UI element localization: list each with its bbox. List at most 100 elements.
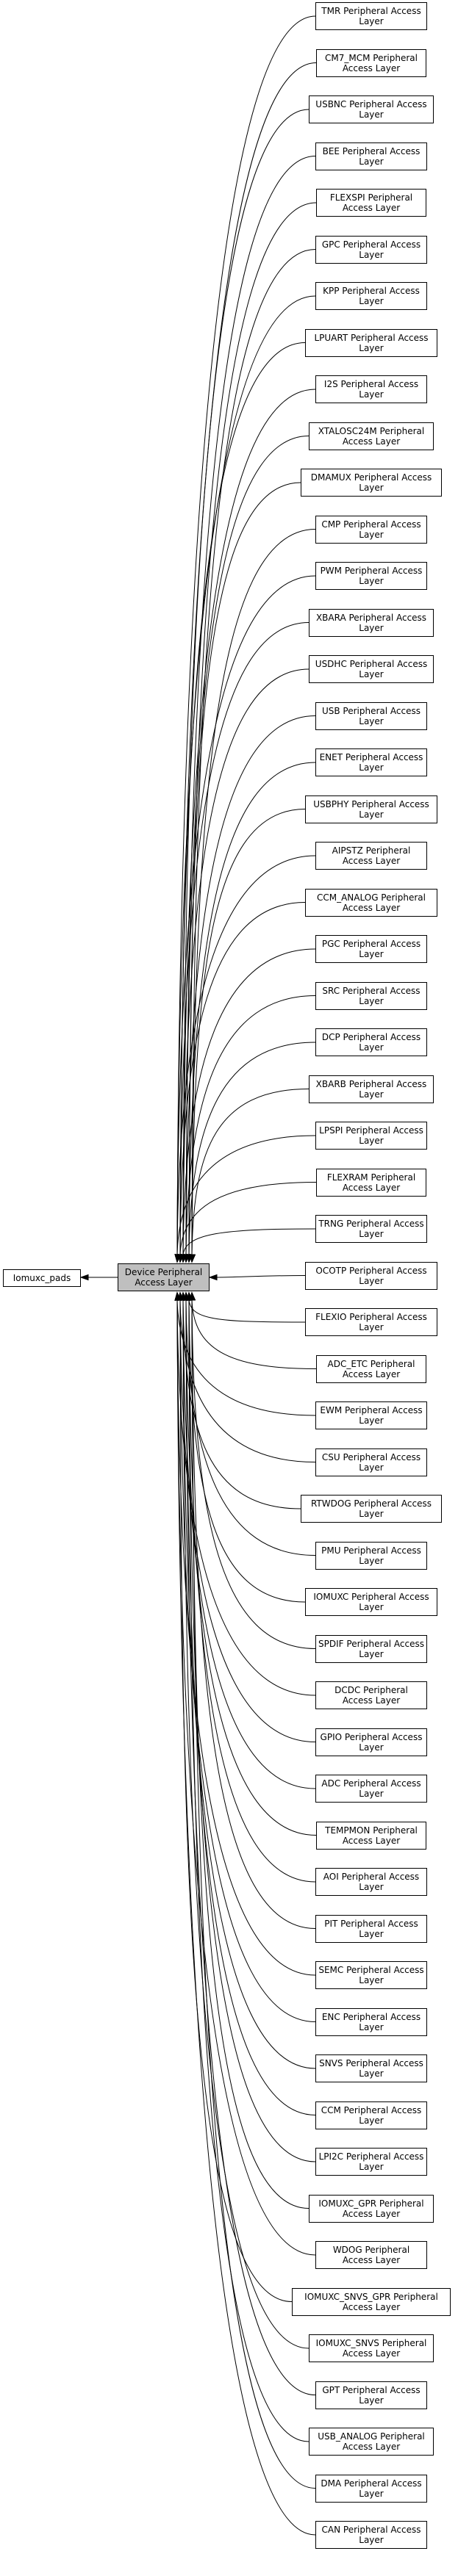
module-node-iomuxc-gpr[interactable]: IOMUXC_GPR Peripheral Access Layer bbox=[309, 2195, 434, 2223]
edge-tmr-to-device bbox=[176, 15, 316, 1256]
module-node-ocotp[interactable]: OCOTP Peripheral Access Layer bbox=[305, 1262, 437, 1290]
module-node-pit[interactable]: PIT Peripheral Access Layer bbox=[315, 1915, 427, 1943]
module-node-snvs[interactable]: SNVS Peripheral Access Layer bbox=[315, 2054, 427, 2082]
module-node-wdog[interactable]: WDOG Peripheral Access Layer bbox=[315, 2241, 427, 2269]
module-node-gpc[interactable]: GPC Peripheral Access Layer bbox=[315, 236, 427, 264]
module-node-lpi2c[interactable]: LPI2C Peripheral Access Layer bbox=[315, 2148, 427, 2176]
edge-gpc-to-device bbox=[191, 249, 316, 1256]
module-node-lpspi[interactable]: LPSPI Peripheral Access Layer bbox=[315, 1122, 427, 1150]
edge-gpio-to-device bbox=[179, 1299, 316, 1742]
module-node-dcdc-label: DCDC Peripheral Access Layer bbox=[334, 1685, 408, 1706]
edge-adc-etc-to-device bbox=[191, 1299, 317, 1369]
edge-iomuxc-to-device bbox=[188, 1299, 306, 1603]
module-node-pwm[interactable]: PWM Peripheral Access Layer bbox=[315, 562, 427, 590]
left-node-iomuxc-pads[interactable]: Iomuxc_pads bbox=[3, 1269, 81, 1287]
module-node-rtwdog[interactable]: RTWDOG Peripheral Access Layer bbox=[301, 1495, 442, 1523]
module-node-spdif[interactable]: SPDIF Peripheral Access Layer bbox=[315, 1635, 427, 1663]
module-node-iomuxc-snvs-gpr-label: IOMUXC_SNVS_GPR Peripheral Access Layer bbox=[304, 2292, 438, 2312]
module-node-adc-label: ADC Peripheral Access Layer bbox=[321, 1778, 421, 1799]
module-node-usdhc[interactable]: USDHC Peripheral Access Layer bbox=[309, 655, 434, 683]
edge-tempmon-to-device bbox=[185, 1299, 317, 1836]
module-node-pmu[interactable]: PMU Peripheral Access Layer bbox=[315, 1542, 427, 1570]
module-node-pgc-label: PGC Peripheral Access Layer bbox=[321, 939, 421, 959]
module-node-usbphy[interactable]: USBPHY Peripheral Access Layer bbox=[305, 795, 437, 823]
module-node-aoi-label: AOI Peripheral Access Layer bbox=[323, 1872, 420, 1892]
edge-rtwdog-to-device bbox=[182, 1299, 301, 1509]
module-node-flexspi-label: FLEXSPI Peripheral Access Layer bbox=[329, 192, 413, 213]
edge-aoi-to-device bbox=[188, 1299, 316, 1883]
module-node-trng[interactable]: TRNG Peripheral Access Layer bbox=[315, 1215, 427, 1243]
module-node-wdog-label: WDOG Peripheral Access Layer bbox=[332, 2245, 410, 2265]
module-node-xtalosc24m[interactable]: XTALOSC24M Peripheral Access Layer bbox=[309, 422, 434, 450]
module-node-flexram[interactable]: FLEXRAM Peripheral Access Layer bbox=[316, 1169, 426, 1197]
module-node-ewm[interactable]: EWM Peripheral Access Layer bbox=[315, 1401, 427, 1429]
module-node-usbnc[interactable]: USBNC Peripheral Access Layer bbox=[309, 95, 434, 123]
edge-usb-analog-to-device bbox=[188, 1299, 309, 2442]
module-node-csu[interactable]: CSU Peripheral Access Layer bbox=[315, 1448, 427, 1476]
edge-adc-to-device bbox=[182, 1299, 316, 1789]
module-node-aoi[interactable]: AOI Peripheral Access Layer bbox=[315, 1868, 427, 1896]
module-node-dma[interactable]: DMA Peripheral Access Layer bbox=[315, 2475, 427, 2503]
edge-snvs-to-device bbox=[182, 1299, 316, 2069]
module-node-can[interactable]: CAN Peripheral Access Layer bbox=[315, 2521, 427, 2549]
module-node-gpt[interactable]: GPT Peripheral Access Layer bbox=[315, 2381, 427, 2409]
module-node-semc[interactable]: SEMC Peripheral Access Layer bbox=[315, 1961, 427, 1989]
module-node-aipstz[interactable]: AIPSTZ Peripheral Access Layer bbox=[315, 842, 427, 870]
module-node-flexio[interactable]: FLEXIO Peripheral Access Layer bbox=[305, 1308, 437, 1336]
module-node-adc-etc-label: ADC_ETC Peripheral Access Layer bbox=[327, 1359, 415, 1379]
module-node-usb[interactable]: USB Peripheral Access Layer bbox=[315, 702, 427, 730]
module-node-usb-analog-label: USB_ANALOG Peripheral Access Layer bbox=[318, 2431, 425, 2452]
module-node-gpio[interactable]: GPIO Peripheral Access Layer bbox=[315, 1728, 427, 1756]
module-node-dmamux[interactable]: DMAMUX Peripheral Access Layer bbox=[301, 469, 442, 497]
module-node-tmr[interactable]: TMR Peripheral Access Layer bbox=[315, 2, 427, 30]
edge-dcdc-to-device bbox=[176, 1299, 316, 1696]
module-node-enc[interactable]: ENC Peripheral Access Layer bbox=[315, 2008, 427, 2036]
edge-wdog-to-device bbox=[176, 1299, 316, 2256]
arrowhead-device-to-iomuxc-pads bbox=[79, 1274, 89, 1281]
edge-pmu-to-device bbox=[185, 1299, 316, 1556]
module-node-lpi2c-label: LPI2C Peripheral Access Layer bbox=[318, 2151, 424, 2172]
edge-flexspi-to-device bbox=[188, 202, 317, 1256]
module-node-gpio-label: GPIO Peripheral Access Layer bbox=[320, 1732, 423, 1753]
edge-trng-to-device bbox=[182, 1228, 316, 1256]
module-node-xbarb[interactable]: XBARB Peripheral Access Layer bbox=[309, 1075, 434, 1103]
module-node-iomuxc-snvs-label: IOMUXC_SNVS Peripheral Access Layer bbox=[315, 2338, 427, 2359]
module-node-adc-etc[interactable]: ADC_ETC Peripheral Access Layer bbox=[316, 1355, 426, 1383]
edge-ccm-to-device bbox=[185, 1299, 316, 2115]
module-node-i2s[interactable]: I2S Peripheral Access Layer bbox=[315, 375, 427, 403]
edge-enc-to-device bbox=[179, 1299, 316, 2022]
edge-semc-to-device bbox=[176, 1299, 316, 1976]
module-node-kpp[interactable]: KPP Peripheral Access Layer bbox=[315, 282, 427, 310]
arrowhead-can bbox=[174, 1291, 182, 1301]
module-node-spdif-label: SPDIF Peripheral Access Layer bbox=[318, 1639, 424, 1659]
edge-pit-to-device bbox=[191, 1299, 316, 1929]
module-node-src[interactable]: SRC Peripheral Access Layer bbox=[315, 982, 427, 1010]
edge-flexram-to-device bbox=[179, 1182, 317, 1256]
module-node-ccm-label: CCM Peripheral Access Layer bbox=[321, 2105, 422, 2126]
module-node-cm7-mcm[interactable]: CM7_MCM Peripheral Access Layer bbox=[316, 49, 426, 77]
module-node-xbara[interactable]: XBARA Peripheral Access Layer bbox=[309, 609, 434, 637]
module-node-ccm-analog[interactable]: CCM_ANALOG Peripheral Access Layer bbox=[305, 889, 437, 917]
module-node-dcp-label: DCP Peripheral Access Layer bbox=[321, 1032, 421, 1053]
module-node-usbnc-label: USBNC Peripheral Access Layer bbox=[315, 99, 427, 120]
module-node-iomuxc-snvs-gpr[interactable]: IOMUXC_SNVS_GPR Peripheral Access Layer bbox=[292, 2288, 451, 2316]
module-node-cm7-mcm-label: CM7_MCM Peripheral Access Layer bbox=[325, 53, 418, 73]
module-node-bee[interactable]: BEE Peripheral Access Layer bbox=[315, 142, 427, 170]
module-node-usb-analog[interactable]: USB_ANALOG Peripheral Access Layer bbox=[309, 2428, 434, 2456]
module-node-lpuart[interactable]: LPUART Peripheral Access Layer bbox=[305, 329, 437, 357]
module-node-pgc[interactable]: PGC Peripheral Access Layer bbox=[315, 935, 427, 963]
module-node-adc[interactable]: ADC Peripheral Access Layer bbox=[315, 1775, 427, 1803]
module-node-iomuxc-snvs[interactable]: IOMUXC_SNVS Peripheral Access Layer bbox=[309, 2334, 434, 2362]
module-node-ccm[interactable]: CCM Peripheral Access Layer bbox=[315, 2101, 427, 2129]
module-node-iomuxc[interactable]: IOMUXC Peripheral Access Layer bbox=[305, 1588, 437, 1616]
module-node-flexspi[interactable]: FLEXSPI Peripheral Access Layer bbox=[316, 189, 426, 217]
module-node-dcdc[interactable]: DCDC Peripheral Access Layer bbox=[315, 1681, 427, 1709]
module-node-cmp[interactable]: CMP Peripheral Access Layer bbox=[315, 516, 427, 544]
center-node-device-peripheral-access-layer[interactable]: Device Peripheral Access Layer bbox=[118, 1263, 210, 1291]
arrowhead-ocotp bbox=[208, 1274, 218, 1281]
module-node-tempmon[interactable]: TEMPMON Peripheral Access Layer bbox=[316, 1822, 426, 1850]
module-node-tmr-label: TMR Peripheral Access Layer bbox=[321, 6, 421, 26]
edge-flexio-to-device bbox=[188, 1299, 306, 1323]
module-node-enet[interactable]: ENET Peripheral Access Layer bbox=[315, 748, 427, 776]
module-node-dcp[interactable]: DCP Peripheral Access Layer bbox=[315, 1028, 427, 1056]
